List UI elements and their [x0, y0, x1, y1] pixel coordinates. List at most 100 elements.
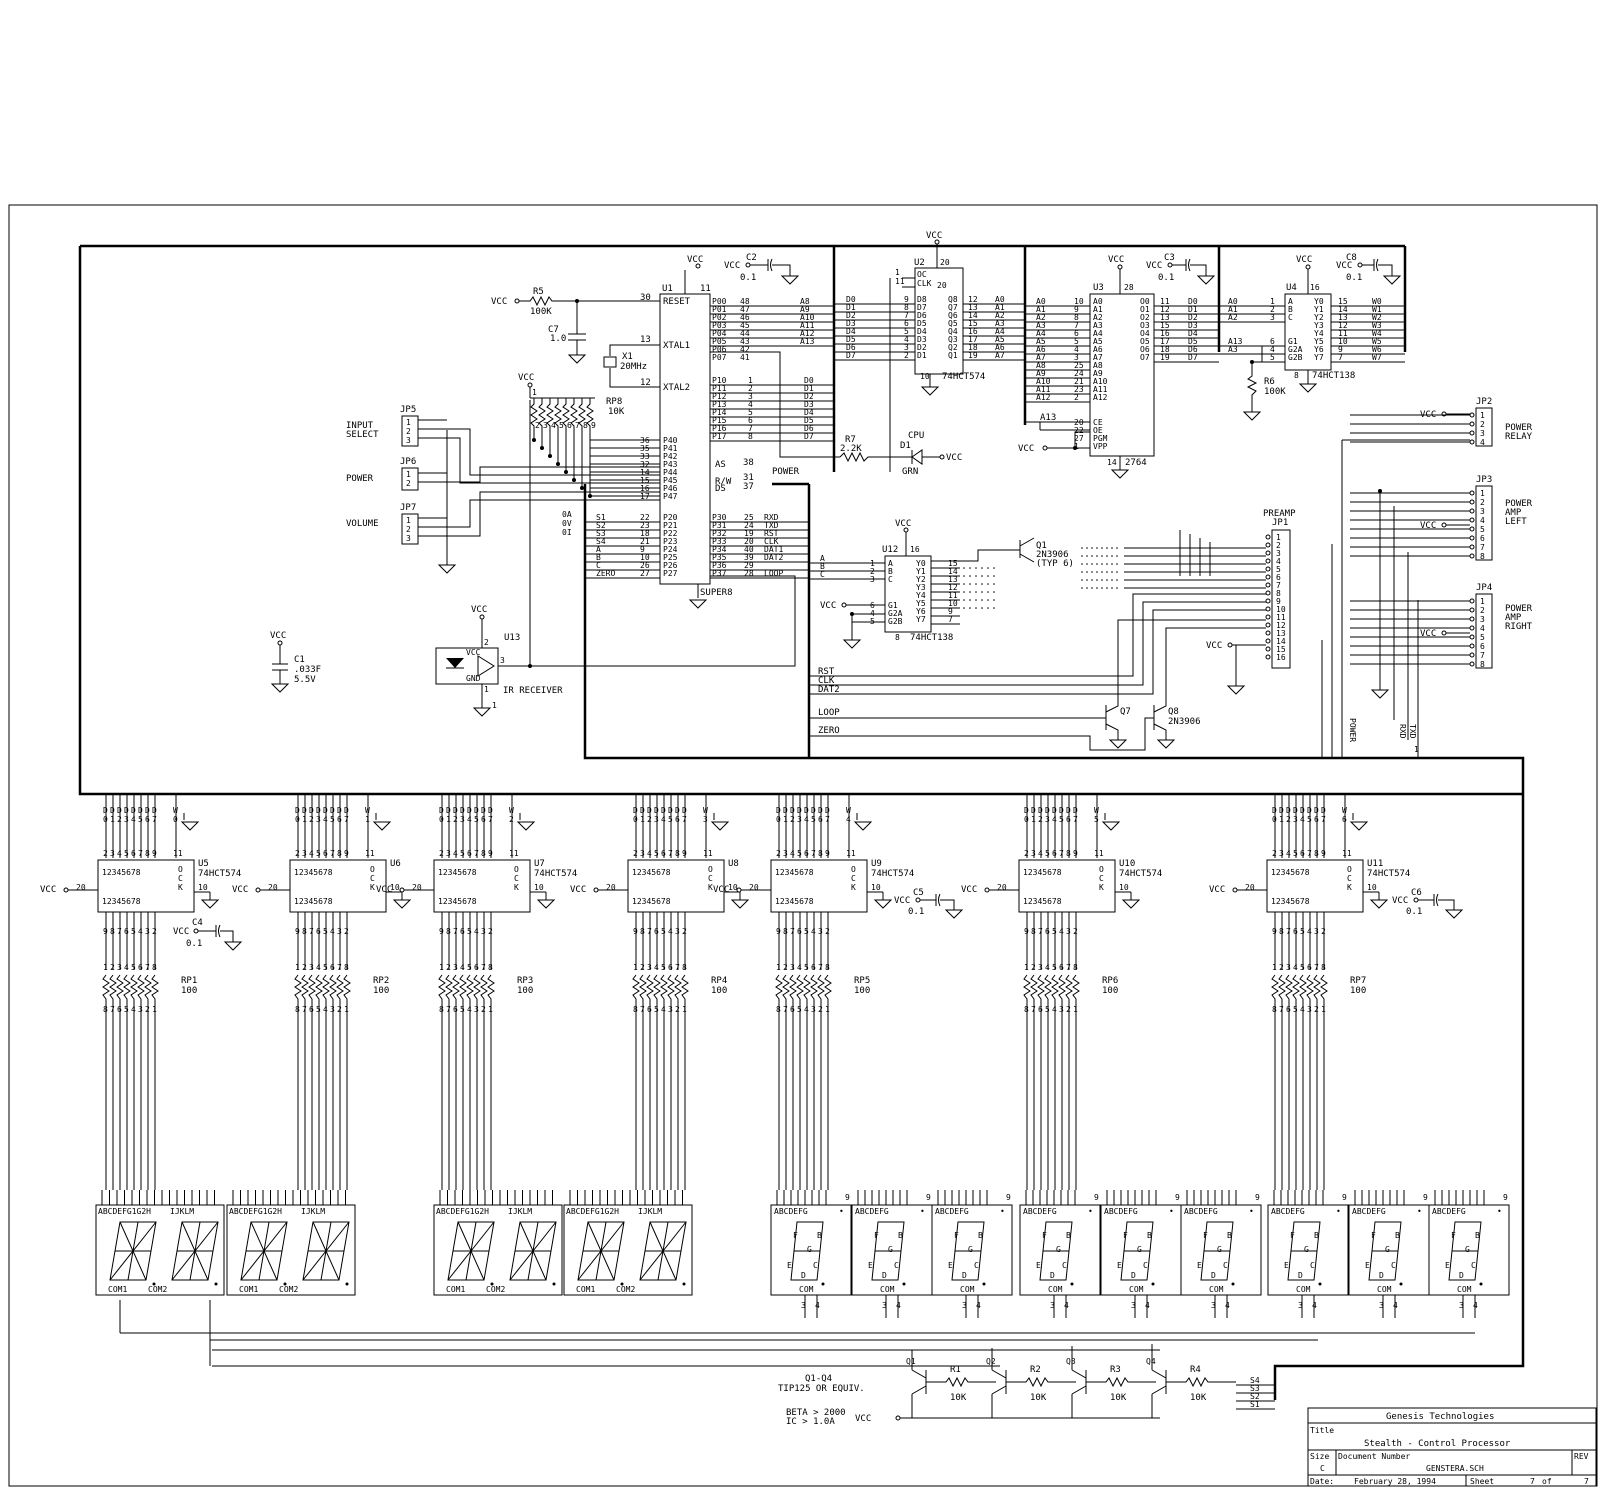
svg-text:8: 8 [825, 963, 830, 972]
svg-text:7: 7 [1314, 963, 1319, 972]
bypass-caps-top: VCC C2 0.1 VCC C3 0.1 VCC C8 0.1 [724, 253, 1402, 285]
svg-text:7: 7 [302, 1005, 307, 1014]
svg-text:•: • [1497, 1207, 1502, 1216]
svg-text:9: 9 [1006, 1193, 1011, 1202]
sheet-border [8, 204, 1598, 1487]
svg-text:7: 7 [575, 421, 580, 430]
svg-text:8: 8 [1321, 963, 1326, 972]
svg-text:D: D [439, 806, 444, 815]
svg-text:4: 4 [124, 963, 129, 972]
svg-text:CE: CE [1093, 418, 1103, 427]
svg-text:Y4: Y4 [1314, 329, 1324, 338]
svg-text:D1: D1 [804, 384, 814, 393]
svg-text:ABCDEFG: ABCDEFG [774, 1207, 808, 1216]
svg-text:RP4: RP4 [711, 976, 727, 986]
svg-text:VCC: VCC [173, 927, 189, 937]
svg-text:8: 8 [1073, 963, 1078, 972]
svg-text:P16: P16 [712, 424, 727, 433]
svg-text:4: 4 [131, 1005, 136, 1014]
svg-text:17: 17 [1160, 337, 1170, 346]
svg-text:C2: C2 [746, 253, 757, 263]
svg-text:0.1: 0.1 [186, 939, 202, 949]
svg-text:U2: U2 [914, 258, 925, 268]
svg-text:O0: O0 [1140, 297, 1150, 306]
svg-text:2: 2 [647, 815, 652, 824]
svg-text:2: 2 [1031, 963, 1036, 972]
svg-text:R1: R1 [950, 1365, 961, 1375]
svg-text:C4: C4 [192, 918, 203, 928]
svg-text:1: 1 [492, 701, 497, 710]
svg-text:2: 2 [818, 1005, 823, 1014]
svg-text:11: 11 [1094, 849, 1104, 858]
svg-text:6: 6 [309, 1005, 314, 1014]
svg-text:5: 5 [1480, 633, 1485, 642]
svg-text:9: 9 [1094, 1193, 1099, 1202]
svg-text:D: D [1298, 1271, 1303, 1280]
svg-text:16: 16 [1276, 653, 1286, 662]
svg-text:1: 1 [446, 815, 451, 824]
svg-text:13: 13 [1338, 313, 1348, 322]
svg-text:8: 8 [1066, 849, 1071, 858]
svg-text:Q3: Q3 [948, 335, 958, 344]
svg-text:12345678: 12345678 [1271, 868, 1310, 877]
svg-text:5: 5 [460, 849, 465, 858]
svg-text:1: 1 [302, 815, 307, 824]
drawing-date: February 28, 1994 [1354, 1477, 1436, 1486]
svg-text:5: 5 [1307, 815, 1312, 824]
svg-text:14: 14 [1276, 637, 1286, 646]
svg-text:ABCDEFG: ABCDEFG [1104, 1207, 1138, 1216]
svg-text:P01: P01 [712, 305, 727, 314]
svg-text:W: W [846, 806, 851, 815]
svg-text:3: 3 [110, 849, 115, 858]
svg-text:7: 7 [152, 815, 157, 824]
svg-text:D: D [474, 806, 479, 815]
svg-text:5: 5 [797, 849, 802, 858]
svg-text:3: 3 [904, 343, 909, 352]
svg-text:5: 5 [1293, 1005, 1298, 1014]
svg-text:74HCT574: 74HCT574 [942, 372, 985, 382]
svg-text:(TYP 6): (TYP 6) [1036, 559, 1074, 569]
svg-text:JP4: JP4 [1476, 583, 1492, 593]
svg-text:74HCT574: 74HCT574 [1367, 869, 1410, 879]
svg-text:3: 3 [1480, 507, 1485, 516]
svg-text:.033F: .033F [294, 665, 321, 675]
svg-text:E: E [1284, 1261, 1289, 1270]
svg-text:Q1: Q1 [948, 351, 958, 360]
svg-text:3: 3 [668, 1005, 673, 1014]
svg-text:D: D [117, 806, 122, 815]
svg-text:VCC: VCC [466, 648, 481, 657]
svg-text:C: C [820, 570, 825, 579]
svg-text:1: 1 [640, 815, 645, 824]
svg-text:VCC: VCC [894, 896, 910, 906]
svg-text:2: 2 [675, 1005, 680, 1014]
svg-text:8: 8 [152, 963, 157, 972]
u1-as-pin: 38 [743, 458, 754, 468]
svg-text:D3: D3 [804, 400, 814, 409]
svg-text:A0: A0 [1036, 297, 1046, 306]
svg-text:LOOP: LOOP [764, 569, 783, 578]
svg-text:3: 3 [406, 534, 411, 543]
svg-text:C: C [178, 874, 183, 883]
svg-text:3: 3 [1131, 1301, 1136, 1310]
svg-text:G: G [888, 1245, 893, 1254]
svg-text:VCC: VCC [895, 519, 911, 529]
driver-u5: D0211918D1322827D2433736D3544645D4655554… [40, 794, 241, 1190]
svg-text:8: 8 [1314, 849, 1319, 858]
svg-text:C8: C8 [1346, 253, 1357, 263]
svg-text:6: 6 [145, 815, 150, 824]
svg-text:P17: P17 [712, 432, 727, 441]
svg-text:8: 8 [583, 421, 588, 430]
svg-text:A3: A3 [1228, 345, 1238, 354]
svg-text:3: 3 [1045, 815, 1050, 824]
svg-text:12345678: 12345678 [102, 897, 141, 906]
svg-text:9: 9 [344, 849, 349, 858]
svg-text:COM1: COM1 [446, 1285, 465, 1294]
svg-text:100: 100 [373, 986, 389, 996]
svg-text:O2: O2 [1140, 313, 1150, 322]
svg-text:Y5: Y5 [1314, 337, 1324, 346]
svg-text:D: D [1211, 1271, 1216, 1280]
svg-text:P42: P42 [663, 452, 678, 461]
svg-text:A5: A5 [1093, 337, 1103, 346]
svg-text:A9: A9 [800, 305, 810, 314]
